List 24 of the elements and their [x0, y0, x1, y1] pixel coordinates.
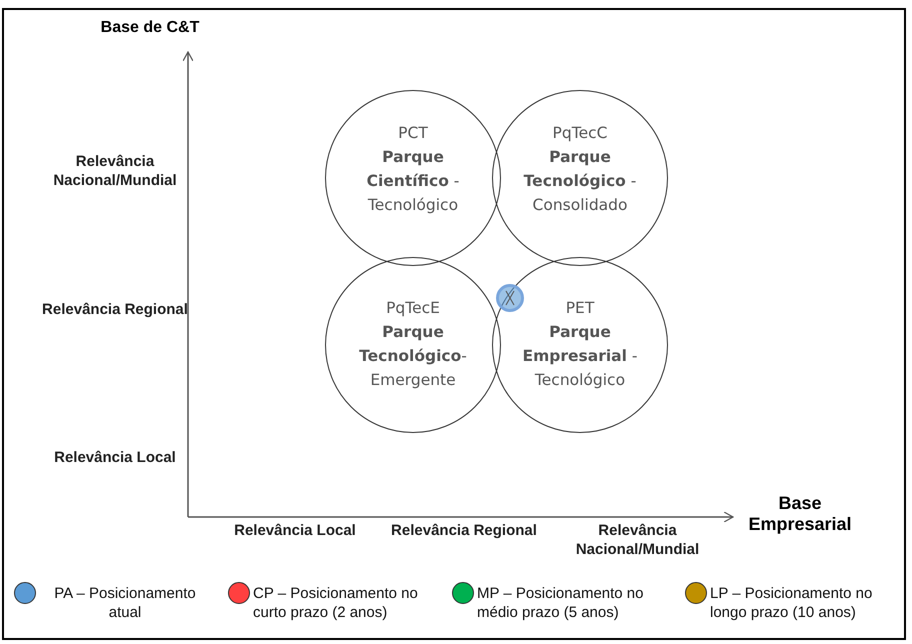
legend-text: PA – Posicionamento atual — [53, 584, 197, 622]
axis-label: Relevância Regional — [41, 300, 189, 319]
park-circle — [325, 257, 501, 433]
axis-label: Relevância Local — [53, 448, 177, 467]
axis-label: Relevância Nacional/Mundial — [52, 152, 178, 190]
park-circle — [325, 90, 501, 266]
acronym-text: PCT — [397, 123, 429, 144]
axis-label: Relevância Local — [233, 521, 357, 540]
axis-label: Relevância Nacional/Mundial — [574, 521, 700, 559]
acronym-text: PqTecE — [385, 298, 441, 319]
acronym-text: PET — [564, 298, 596, 319]
axis-label: Relevância Regional — [390, 521, 538, 540]
park-type-text: Parque Tecnológico- Emergente — [358, 322, 468, 391]
park-type-text: Parque Empresarial - Tecnológico — [522, 322, 638, 391]
park-circle — [492, 90, 668, 266]
park-circle — [492, 257, 668, 433]
park-type-text: Parque Tecnológico - Consolidado — [522, 147, 638, 216]
axis-title: Base de C&T — [100, 18, 200, 37]
acronym-text: PqTecC — [552, 123, 608, 144]
park-type-text: Parque Científico - Tecnológico — [366, 147, 460, 216]
axis-title: Base Empresarial — [747, 493, 853, 535]
legend-text: MP – Posicionamento no médio prazo (5 anos) — [477, 584, 644, 622]
legend-text: LP – Posicionamento no longo prazo (10 anos) — [710, 584, 874, 622]
legend-text: CP – Posicionamento no curto prazo (2 anos) — [253, 584, 419, 622]
